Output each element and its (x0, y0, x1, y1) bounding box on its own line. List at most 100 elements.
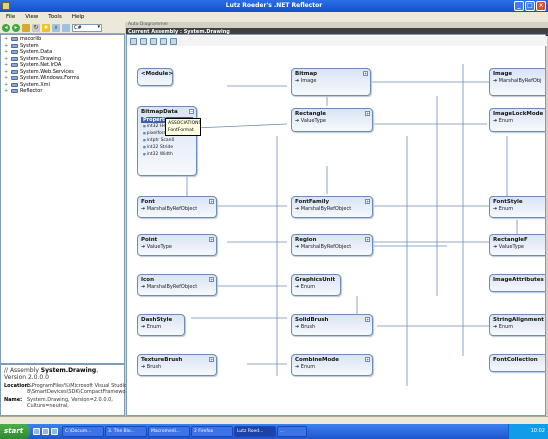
search-icon[interactable]: ⌕ (52, 23, 60, 32)
assembly-icon (11, 43, 18, 48)
menu-bar: File View Tools Help (0, 12, 548, 22)
expand-icon[interactable]: + (365, 357, 370, 362)
forward-icon[interactable]: ▸ (12, 23, 20, 32)
class-rectangle[interactable]: + Rectangle ➔ ValueType (291, 108, 373, 132)
tree-item[interactable]: +System.Net.IrDA (4, 62, 62, 69)
print-icon[interactable] (170, 37, 177, 45)
tree-item[interactable]: +System.Web.Services (4, 68, 74, 75)
refresh-icon[interactable]: ↻ (32, 23, 40, 32)
class-fontstyle[interactable]: FontStyle ➔ Enum (489, 196, 545, 218)
expand-icon[interactable]: + (365, 237, 370, 242)
expand-icon[interactable]: + (4, 55, 9, 62)
assembly-tree: +mscorlib +System +System.Data +System.D… (0, 34, 125, 364)
expand-icon[interactable]: + (4, 42, 9, 49)
class-graphicsunit[interactable]: GraphicsUnit ➔ Enum (291, 274, 341, 296)
assembly-icon (11, 50, 18, 55)
menu-tools[interactable]: Tools (48, 14, 62, 20)
taskbar-button[interactable]: C:\Docum... (62, 426, 104, 437)
start-button[interactable]: start (0, 424, 30, 439)
class-texturebrush[interactable]: + TextureBrush ➔ Brush (137, 354, 217, 376)
zoom-in-icon[interactable] (130, 37, 137, 45)
assembly-icon (11, 56, 18, 61)
toolbar: ◂ ▸ ↻ ★ ⌕ C# (0, 22, 125, 34)
system-tray-clock[interactable]: 10:02 (508, 424, 548, 439)
tree-item[interactable]: +System.Drawing (4, 55, 62, 62)
diagram-canvas[interactable]: <Module> + Bitmap ➔ Image Image ➔ Marsha… (127, 46, 545, 414)
class-point[interactable]: + Point ➔ ValueType (137, 234, 217, 256)
disassemble-icon[interactable] (62, 23, 70, 32)
close-icon[interactable]: × (536, 1, 546, 11)
class-fontfamily[interactable]: + FontFamily ➔ MarshalByRefObject (291, 196, 373, 218)
expand-icon[interactable]: + (4, 49, 9, 56)
assembly-icon (11, 76, 18, 81)
favorite-icon[interactable]: ★ (42, 23, 50, 32)
quick-launch-icon[interactable] (42, 428, 49, 435)
expand-icon[interactable]: + (4, 62, 9, 69)
expand-icon[interactable]: + (4, 75, 9, 82)
taskbar-button[interactable]: ... (277, 426, 307, 437)
expand-icon[interactable]: + (209, 277, 214, 282)
expand-icon[interactable]: + (4, 36, 9, 43)
class-bitmap[interactable]: + Bitmap ➔ Image (291, 68, 371, 96)
maximize-icon[interactable]: □ (525, 1, 535, 11)
class-stringalignment[interactable]: StringAlignment ➔ Enum (489, 314, 545, 336)
class-region[interactable]: + Region ➔ MarshalByRefObject (291, 234, 373, 256)
class-solidbrush[interactable]: + SolidBrush ➔ Brush (291, 314, 373, 336)
assembly-icon (11, 89, 18, 94)
tree-item[interactable]: +System.Windows.Forms (4, 75, 80, 82)
class-image[interactable]: Image ➔ MarshalByRefObj (489, 68, 545, 96)
tree-item[interactable]: +System (4, 42, 39, 49)
tree-item[interactable]: +System.Data (4, 49, 53, 56)
collapse-icon[interactable]: − (189, 109, 194, 114)
zoom-out-icon[interactable] (140, 37, 147, 45)
menu-help[interactable]: Help (71, 14, 85, 20)
tree-item[interactable]: +System.Xml (4, 81, 50, 88)
class-combinemode[interactable]: + CombineMode ➔ Enum (291, 354, 373, 376)
quick-launch-icon[interactable] (51, 428, 58, 435)
expand-icon[interactable]: + (209, 237, 214, 242)
assembly-icon (11, 82, 18, 87)
class-module[interactable]: <Module> (137, 68, 173, 86)
diagram-tab[interactable]: Auto Diagrammer (126, 22, 548, 28)
class-imageattributes[interactable]: ImageAttributes (489, 274, 545, 292)
taskbar: start C:\Docum... 3. The Blo... Macromed… (0, 424, 548, 439)
info-name: Name: System.Drawing, Version=2.0.0.0, C… (4, 397, 113, 409)
class-dashstyle[interactable]: DashStyle ➔ Enum (137, 314, 185, 336)
taskbar-button[interactable]: 3. The Blo... (105, 426, 147, 437)
diagram-header: Current Assembly : System.Drawing (126, 28, 548, 36)
class-rectanglef[interactable]: RectangleF ➔ ValueType (489, 234, 545, 256)
expand-icon[interactable]: + (363, 71, 368, 76)
back-icon[interactable]: ◂ (2, 23, 10, 32)
class-fontcollection[interactable]: FontCollection (489, 354, 545, 372)
expand-icon[interactable]: + (209, 199, 214, 204)
assembly-icon (11, 69, 18, 74)
expand-icon[interactable]: + (4, 81, 9, 88)
expand-icon[interactable]: + (209, 357, 214, 362)
info-location: Location: %ProgramFiles%\Microsoft Visua… (4, 383, 234, 395)
minimize-icon[interactable]: _ (514, 1, 524, 11)
class-icon[interactable]: + Icon ➔ MarshalByRefObject (137, 274, 217, 296)
taskbar-button[interactable]: Macromedi... (148, 426, 190, 437)
tree-item[interactable]: +mscorlib (4, 36, 42, 43)
language-select[interactable]: C# (72, 23, 102, 32)
tree-item[interactable]: +Reflector (4, 88, 43, 95)
info-title: // Assembly System.Drawing, Version 2.0.… (4, 367, 99, 381)
expand-icon[interactable]: + (365, 111, 370, 116)
class-font[interactable]: + Font ➔ MarshalByRefObject (137, 196, 217, 218)
taskbar-button-active[interactable]: Lutz Roed... (234, 426, 276, 437)
layout-icon[interactable] (150, 37, 157, 45)
expand-icon[interactable]: + (365, 317, 370, 322)
class-imagelockmode[interactable]: ImageLockMode ➔ Enum (489, 108, 545, 132)
quick-launch-icon[interactable] (33, 428, 40, 435)
menu-file[interactable]: File (6, 14, 16, 20)
window-title: Lutz Roeder's .NET Reflector (225, 2, 323, 9)
open-icon[interactable] (22, 23, 30, 32)
class-bitmapdata[interactable]: − BitmapData Properties int32 Height pix… (137, 106, 200, 176)
save-icon[interactable] (160, 37, 167, 45)
status-bar (0, 416, 548, 424)
taskbar-button[interactable]: 2 Firefox (191, 426, 233, 437)
menu-view[interactable]: View (25, 14, 39, 20)
expand-icon[interactable]: + (4, 88, 9, 95)
expand-icon[interactable]: + (4, 68, 9, 75)
expand-icon[interactable]: + (365, 199, 370, 204)
